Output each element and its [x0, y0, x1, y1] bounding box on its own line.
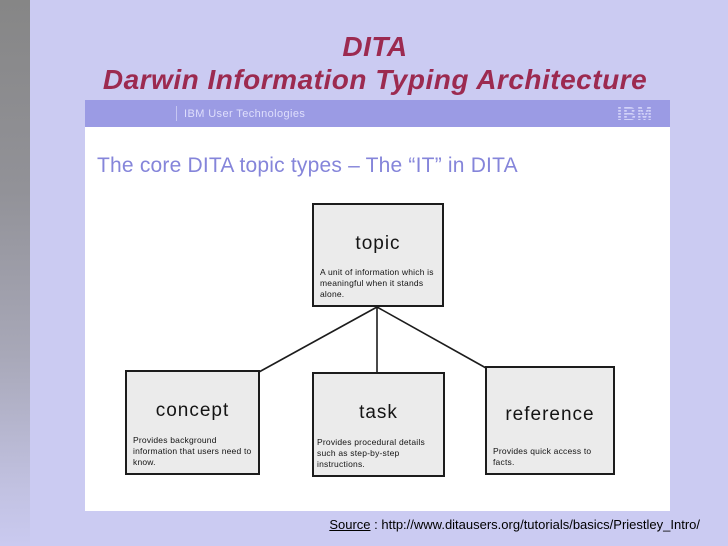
- svg-text:IBM: IBM: [617, 104, 653, 124]
- diagram-node-task: task Provides procedural details such as…: [312, 372, 445, 477]
- node-label: reference: [505, 403, 595, 425]
- node-description: A unit of information which is meaningfu…: [320, 266, 434, 299]
- left-gradient-bar: [0, 0, 30, 546]
- diagram-node-topic: topic A unit of information which is mea…: [312, 203, 444, 307]
- node-description: Provides quick access to facts.: [493, 445, 592, 467]
- node-description: Provides procedural details such as step…: [317, 436, 425, 469]
- source-link[interactable]: Source: [329, 517, 371, 532]
- brand-label: IBM User Technologies: [184, 107, 306, 120]
- ibm-header-bar: IBM User Technologies IBM: [85, 100, 670, 127]
- brand-separator: [176, 106, 177, 121]
- node-label: concept: [155, 400, 230, 422]
- embedded-screenshot-panel: IBM User Technologies IBM The core DITA …: [85, 100, 670, 511]
- source-attribution: Source : http://www.ditausers.org/tutori…: [0, 517, 700, 532]
- slide-title-line1: DITA: [342, 31, 408, 62]
- source-separator: :: [370, 517, 382, 532]
- slide-title-line2: Darwin Information Typing Architecture: [102, 64, 648, 95]
- diagram-node-reference: reference Provides quick access to facts…: [485, 366, 615, 475]
- diagram-node-concept: concept Provides background information …: [125, 370, 260, 475]
- node-description: Provides background information that use…: [133, 434, 252, 467]
- ibm-logo-icon: IBM: [617, 104, 653, 124]
- source-url: http://www.ditausers.org/tutorials/basic…: [381, 517, 700, 532]
- page-title: The core DITA topic types – The “IT” in …: [97, 154, 518, 177]
- slide-title: DITA Darwin Information Typing Architect…: [30, 30, 720, 96]
- node-label: topic: [355, 232, 401, 254]
- node-label: task: [359, 402, 398, 424]
- brand-block: IBM User Technologies: [176, 106, 305, 121]
